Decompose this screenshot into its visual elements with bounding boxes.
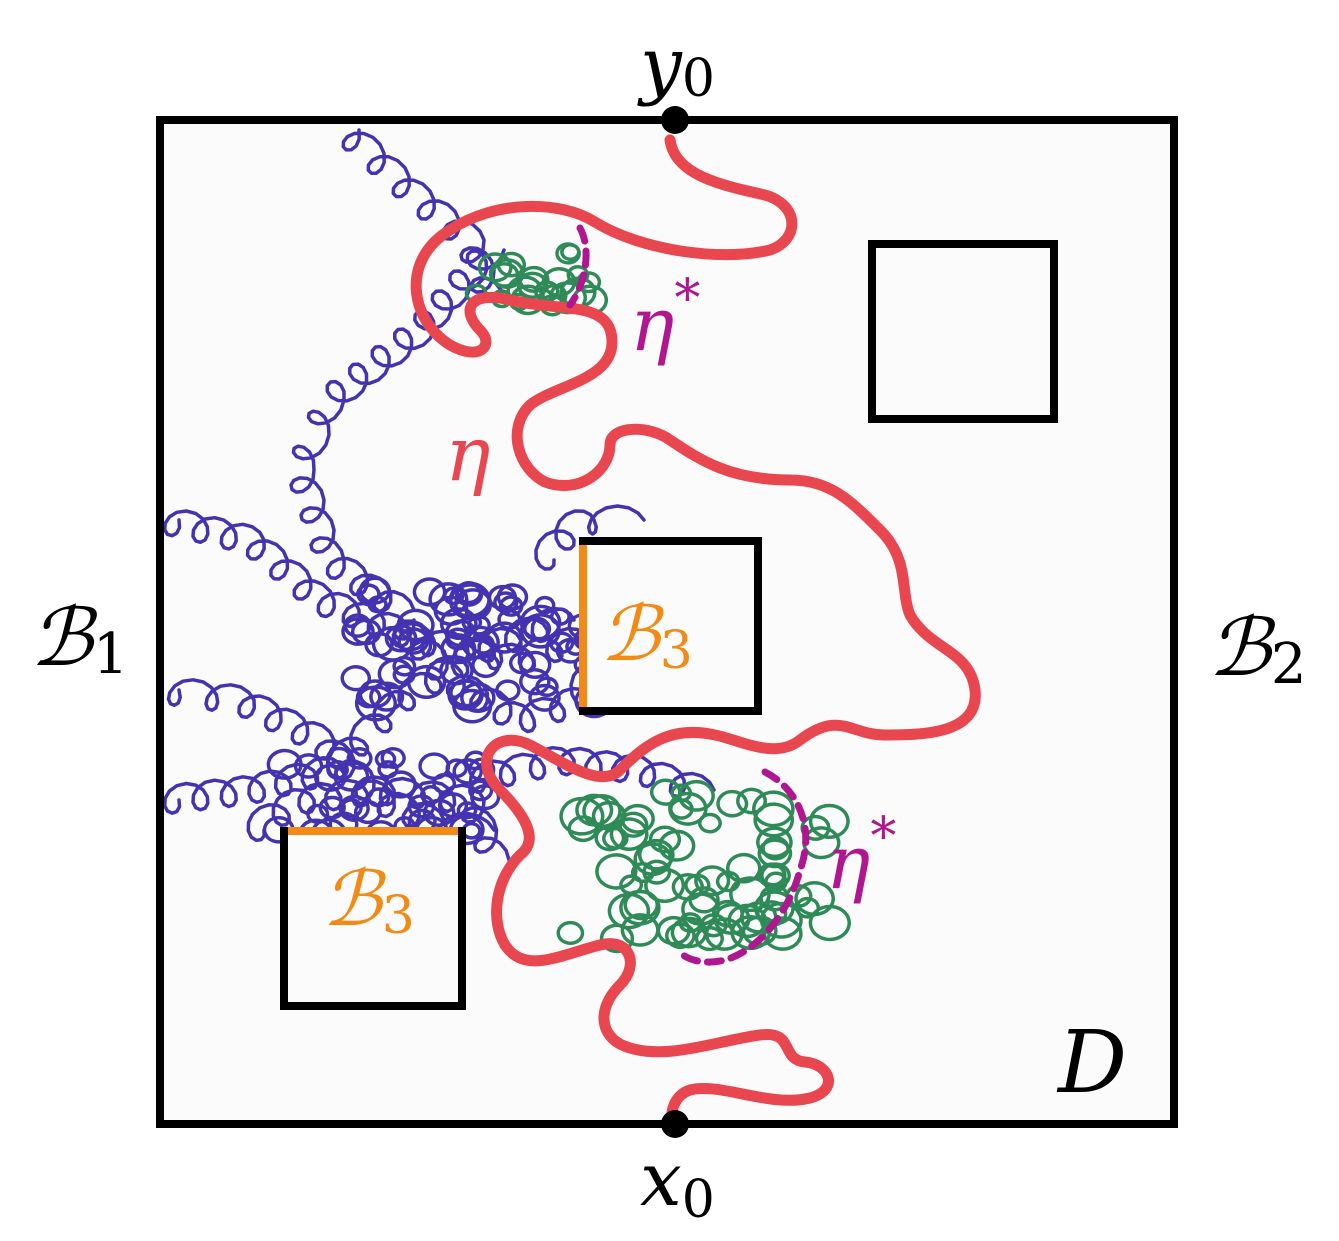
blue-trace [534, 504, 646, 571]
point-x0 [661, 1110, 689, 1138]
label-eta-star-lower: η* [826, 807, 896, 906]
label-b1: ℬ1 [30, 591, 129, 687]
label-b3-upper: ℬ3 [600, 589, 693, 681]
label-b3-lower: ℬ3 [322, 854, 415, 946]
point-y0 [661, 106, 689, 134]
label-domain: D [1056, 1013, 1127, 1113]
blue-trace [166, 678, 496, 839]
eta-curve [410, 134, 981, 1124]
blue-trace [289, 248, 506, 614]
box-b3-upper [579, 537, 762, 715]
blue-trace [468, 745, 716, 799]
eta-star-upper-arc [566, 224, 590, 309]
blue-trace [341, 128, 506, 302]
label-x0: x0 [640, 1137, 715, 1230]
eta-star-lower-arc [679, 768, 810, 966]
blue-trace [246, 775, 511, 862]
blue-trace [162, 606, 576, 815]
green-cluster-lower [556, 778, 851, 954]
box-upper-right [868, 240, 1058, 423]
blue-loop-traces [162, 128, 716, 862]
label-b2: ℬ2 [1208, 601, 1307, 697]
label-y0: y0 [637, 22, 715, 109]
label-eta: η [445, 409, 491, 498]
label-eta-star-upper: η* [630, 269, 700, 368]
